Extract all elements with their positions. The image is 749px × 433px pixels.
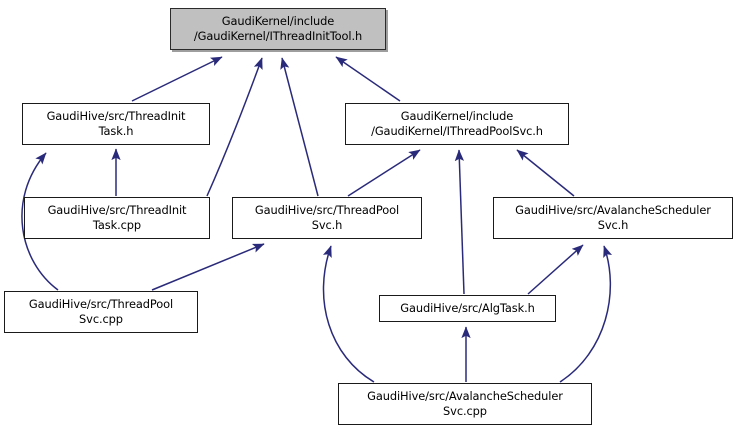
node-threadpoolsvc-cpp[interactable]: GaudiHive/src/ThreadPool Svc.cpp [4,291,198,333]
node-label: GaudiHive/src/AlgTask.h [400,301,535,316]
edge-threadpoolsvc-cpp-to-threadpoolsvc-h [151,243,265,291]
edge-threadpoolsvc-h-to-ithreadinittool [280,57,319,197]
edge-avalancheschedulersvc-h-to-ithreadpoolsvc-h [516,149,575,197]
edge-ithreadpoolsvc-h-to-ithreadinittool [335,56,401,102]
edge-algtask-h-to-avalancheschedulersvc-h [527,244,584,295]
node-label: GaudiHive/src/ThreadPool Svc.h [254,203,400,232]
node-label: GaudiHive/src/AvalancheScheduler Svc.cpp [367,389,563,418]
edge-threadpoolsvc-h-to-ithreadpoolsvc-h [347,149,421,197]
node-label: GaudiHive/src/ThreadInit Task.h [46,109,186,138]
node-ithreadpoolsvc-h[interactable]: GaudiKernel/include /GaudiKernel/IThread… [345,103,569,145]
edge-avalancheschedulersvc-cpp-to-avalancheschedulersvc-h [559,245,613,383]
edge-algtask-h-to-ithreadpoolsvc-h [454,149,465,295]
edge-threadinittask-cpp-to-ithreadinittool [206,57,263,197]
node-threadinittask-cpp[interactable]: GaudiHive/src/ThreadInit Task.cpp [24,197,210,239]
node-label: GaudiKernel/include /GaudiKernel/IThread… [193,14,363,43]
node-threadpoolsvc-h[interactable]: GaudiHive/src/ThreadPool Svc.h [232,197,422,239]
node-label: GaudiHive/src/ThreadInit Task.cpp [47,203,187,232]
node-avalancheschedulersvc-cpp[interactable]: GaudiHive/src/AvalancheScheduler Svc.cpp [338,383,592,425]
node-avalancheschedulersvc-h[interactable]: GaudiHive/src/AvalancheScheduler Svc.h [493,197,733,239]
node-label: GaudiHive/src/AvalancheScheduler Svc.h [515,203,711,232]
edge-threadinittask-h-to-ithreadinittool [131,56,223,102]
node-threadinittask-h[interactable]: GaudiHive/src/ThreadInit Task.h [22,103,210,145]
node-ithreadinittool[interactable]: GaudiKernel/include /GaudiKernel/IThread… [170,8,386,50]
node-label: GaudiKernel/include /GaudiKernel/IThread… [371,109,543,138]
edge-avalancheschedulersvc-cpp-to-threadpoolsvc-h [322,245,375,383]
node-algtask-h[interactable]: GaudiHive/src/AlgTask.h [379,295,556,322]
node-label: GaudiHive/src/ThreadPool Svc.cpp [28,297,174,326]
